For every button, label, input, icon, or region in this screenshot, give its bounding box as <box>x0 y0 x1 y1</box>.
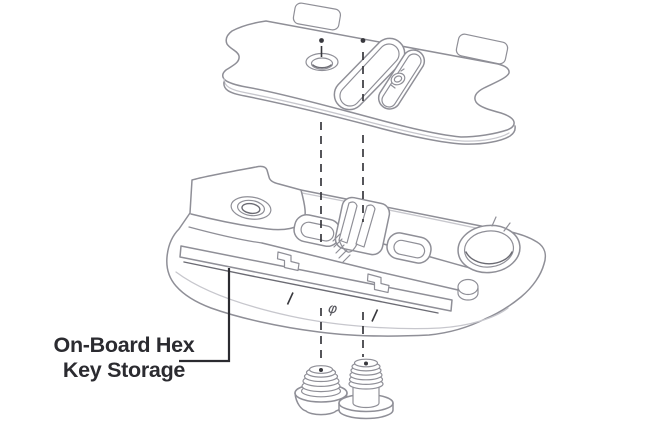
block-threaded-hole <box>188 189 306 244</box>
callout-leader-line <box>179 268 231 363</box>
assembly-centerlines <box>319 38 366 364</box>
slot-screw-detail <box>390 68 406 89</box>
top-plate-tab-left <box>292 2 342 31</box>
skirt-inner-line <box>175 271 509 330</box>
tick-mark-left <box>286 292 294 305</box>
clamp-hook-front <box>276 251 300 272</box>
top-plate-tab-right <box>455 33 509 65</box>
hex-socket-dot <box>319 368 323 372</box>
top-plate <box>222 2 516 145</box>
foot-tab <box>457 278 479 301</box>
fork-serration <box>332 233 351 263</box>
deck-slot-left <box>293 214 341 248</box>
diameter-engraving: φ <box>327 300 339 317</box>
callout-label-line2: Key Storage <box>63 358 186 382</box>
center-dot-right <box>360 38 366 43</box>
callout: On-Board Hex Key Storage <box>54 268 231 382</box>
lens-ring-recess <box>457 216 521 274</box>
base-plate: φ <box>166 165 547 337</box>
screw-short <box>294 365 348 416</box>
center-dot-left <box>319 38 324 43</box>
tick-mark-right <box>371 309 379 322</box>
hex-key-storage-bar <box>179 245 453 314</box>
big-slot <box>333 37 406 111</box>
hex-socket-dot <box>364 361 368 366</box>
clamp-hook-rear <box>366 273 390 294</box>
fork-mount <box>332 196 391 263</box>
deck-ledge <box>261 242 459 291</box>
top-plate-edge-bottom <box>223 81 516 145</box>
screw-long <box>338 358 394 420</box>
top-plate-edge-highlight <box>223 78 510 142</box>
deck-slot-right <box>386 232 432 264</box>
callout-label-line1: On-Board Hex <box>54 333 195 357</box>
small-slot <box>377 49 426 110</box>
